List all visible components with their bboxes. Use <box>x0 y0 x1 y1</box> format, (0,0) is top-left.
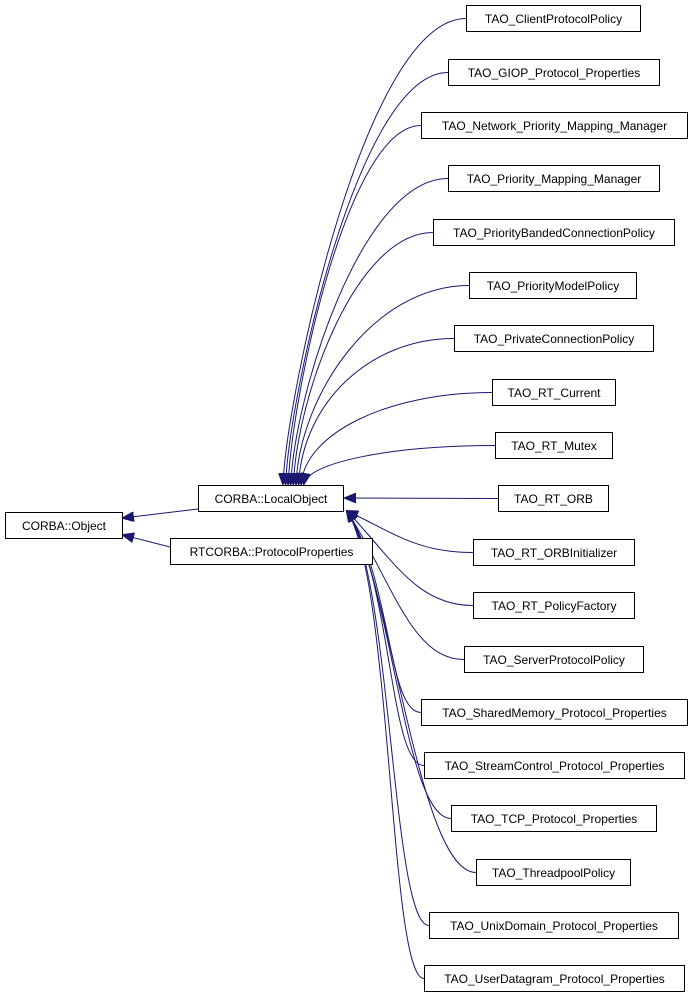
edge-tao-rt-mutex <box>304 445 496 485</box>
edge-tao-privateconnectionpolicy <box>299 338 455 485</box>
edge-tao-serverprotocolpolicy <box>347 511 465 660</box>
edge-tao-prioritymodelpolicy <box>296 285 470 485</box>
node-rtcorba-protocolproperties[interactable]: RTCORBA::ProtocolProperties <box>170 538 373 565</box>
node-tao-userdatagram-protocol-properties[interactable]: TAO_UserDatagram_Protocol_Properties <box>424 965 685 992</box>
edge-tao-rt-policyfactory <box>347 511 474 606</box>
node-tao-giop-protocol-properties[interactable]: TAO_GIOP_Protocol_Properties <box>448 59 660 86</box>
edge-tao-rt-orbinitializer <box>347 511 474 553</box>
node-tao-threadpoolpolicy[interactable]: TAO_ThreadpoolPolicy <box>476 859 631 886</box>
edge-tao-rt-orb <box>345 498 499 499</box>
edge-tao-rt-current <box>301 392 493 485</box>
edge-tao-priority-mapping-manager <box>291 178 449 485</box>
node-corba-localobject[interactable]: CORBA::LocalObject <box>198 485 344 512</box>
node-tao-tcp-protocol-properties[interactable]: TAO_TCP_Protocol_Properties <box>451 805 657 832</box>
edge-protocolproperties-to-object <box>123 535 171 548</box>
node-tao-streamcontrol-protocol-properties[interactable]: TAO_StreamControl_Protocol_Properties <box>424 752 685 779</box>
node-tao-serverprotocolpolicy[interactable]: TAO_ServerProtocolPolicy <box>464 646 644 673</box>
node-tao-prioritymodelpolicy[interactable]: TAO_PriorityModelPolicy <box>469 272 637 299</box>
node-tao-rt-orbinitializer[interactable]: TAO_RT_ORBInitializer <box>473 539 635 566</box>
node-tao-clientprotocolpolicy[interactable]: TAO_ClientProtocolPolicy <box>466 5 641 32</box>
node-tao-network-priority-mapping-manager[interactable]: TAO_Network_Priority_Mapping_Manager <box>421 112 688 139</box>
edge-tao-network-priority-mapping-manager <box>288 125 422 485</box>
edge-tao-unixdomain-protocol-properties <box>347 511 430 926</box>
edge-tao-clientprotocolpolicy <box>283 18 467 485</box>
node-corba-object[interactable]: CORBA::Object <box>5 512 123 539</box>
node-tao-prioritybandedconnectionpolicy[interactable]: TAO_PriorityBandedConnectionPolicy <box>433 219 675 246</box>
node-tao-sharedmemory-protocol-properties[interactable]: TAO_SharedMemory_Protocol_Properties <box>421 699 688 726</box>
node-tao-rt-mutex[interactable]: TAO_RT_Mutex <box>495 432 613 459</box>
edge-localobject-to-object <box>123 508 199 518</box>
node-tao-rt-policyfactory[interactable]: TAO_RT_PolicyFactory <box>473 592 635 619</box>
node-tao-privateconnectionpolicy[interactable]: TAO_PrivateConnectionPolicy <box>454 325 654 352</box>
node-tao-rt-orb[interactable]: TAO_RT_ORB <box>498 485 609 512</box>
edge-tao-giop-protocol-properties <box>286 72 449 485</box>
node-tao-unixdomain-protocol-properties[interactable]: TAO_UnixDomain_Protocol_Properties <box>429 912 679 939</box>
edge-tao-prioritybandedconnectionpolicy <box>293 232 434 485</box>
node-tao-rt-current[interactable]: TAO_RT_Current <box>492 379 616 406</box>
node-tao-priority-mapping-manager[interactable]: TAO_Priority_Mapping_Manager <box>448 165 660 192</box>
